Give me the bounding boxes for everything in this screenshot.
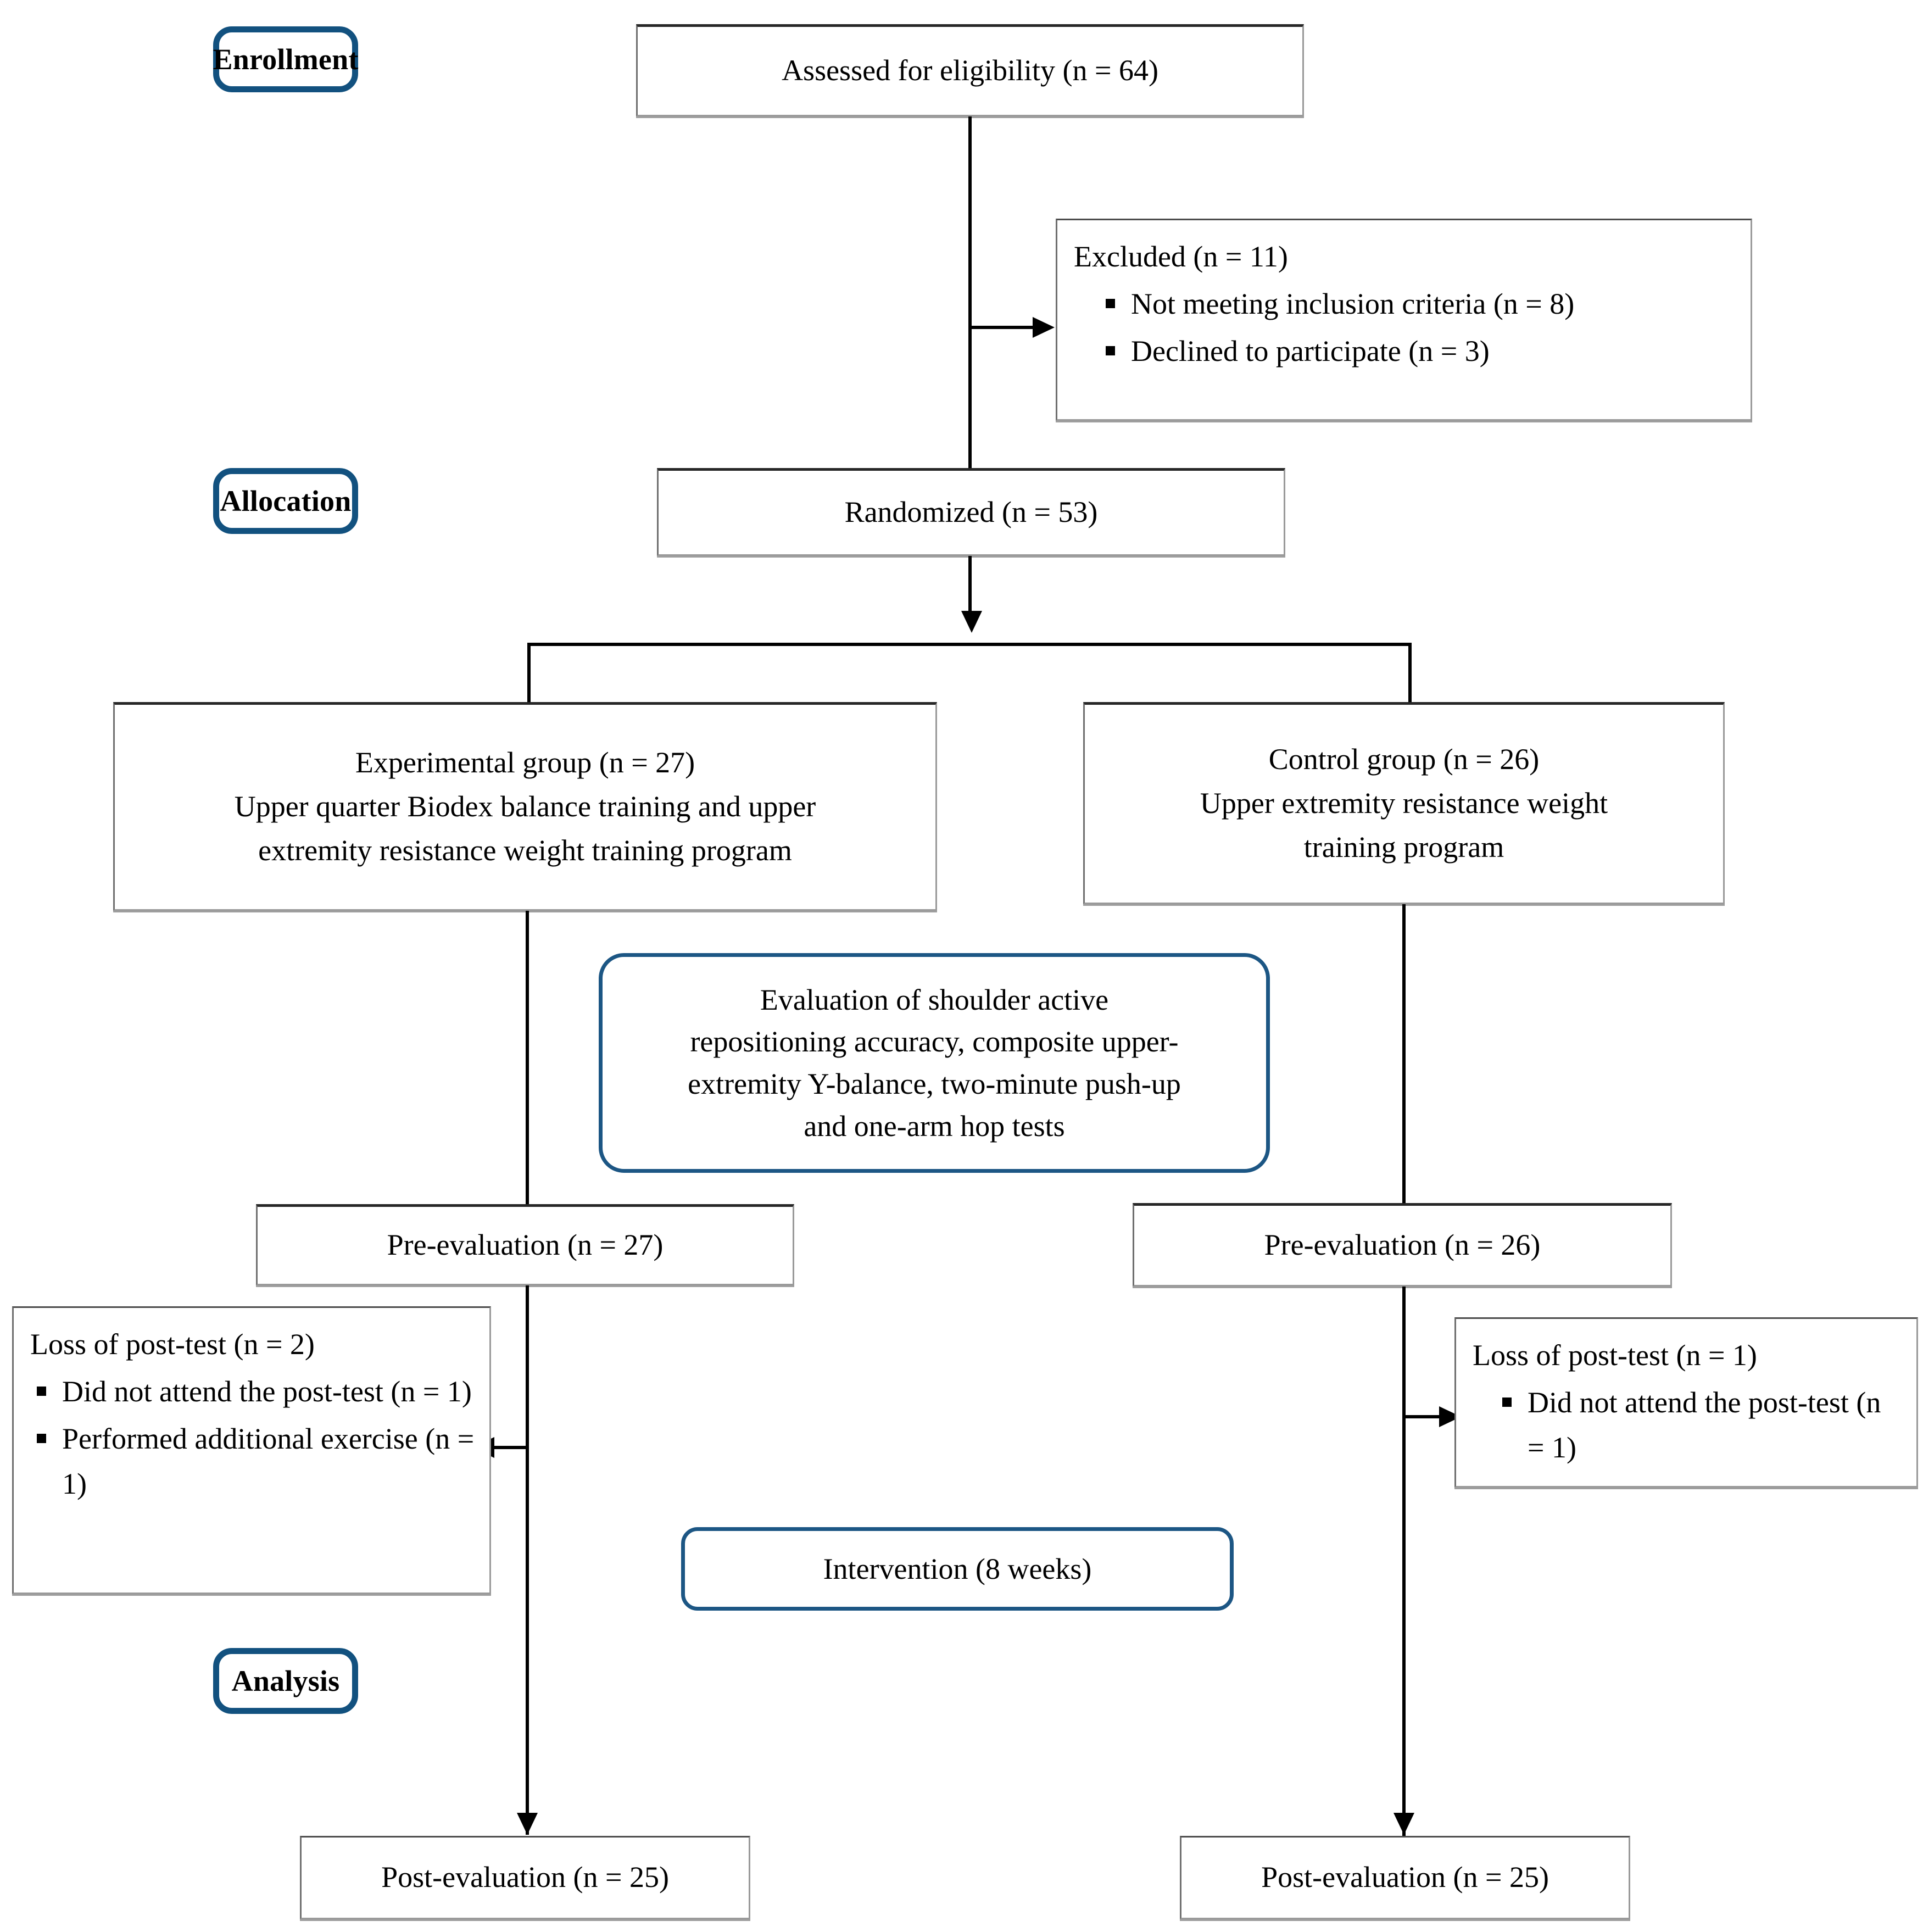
node-loss-post-test-right: Loss of post-test (n = 1) Did not attend… <box>1454 1317 1918 1488</box>
stage-label-analysis: Analysis <box>213 1648 358 1714</box>
node-post-evaluation-right: Post-evaluation (n = 25) <box>1180 1836 1630 1919</box>
loss-right-list: Did not attend the post-test (n = 1) <box>1473 1380 1902 1470</box>
connector-split-right <box>1408 643 1412 704</box>
excluded-title: Excluded (n = 11) <box>1074 240 1288 273</box>
node-experimental-group: Experimental group (n = 27) Upper quarte… <box>113 702 937 911</box>
loss-left-title: Loss of post-test (n = 2) <box>30 1328 315 1361</box>
connector-split-bar <box>527 643 1412 646</box>
experimental-line-2: Upper quarter Biodex balance training an… <box>234 790 816 823</box>
evaluation-line-4: and one-arm hop tests <box>804 1109 1065 1143</box>
node-pre-evaluation-right: Pre-evaluation (n = 26) <box>1133 1203 1672 1287</box>
node-pre-evaluation-left: Pre-evaluation (n = 27) <box>256 1204 794 1285</box>
connector-control-to-pre-eval <box>1402 904 1406 1206</box>
evaluation-line-1: Evaluation of shoulder active <box>760 983 1109 1016</box>
evaluation-text: Evaluation of shoulder active reposition… <box>617 979 1252 1148</box>
connector-experimental-to-pre-eval <box>526 911 529 1207</box>
node-excluded: Excluded (n = 11) Not meeting inclusion … <box>1056 219 1752 421</box>
list-item: Not meeting inclusion criteria (n = 8) <box>1105 281 1736 326</box>
post-evaluation-right-label: Post-evaluation (n = 25) <box>1261 1861 1549 1894</box>
node-loss-post-test-left: Loss of post-test (n = 2) Did not attend… <box>12 1306 491 1594</box>
stage-label-allocation-text: Allocation <box>220 485 352 517</box>
post-evaluation-left-label: Post-evaluation (n = 25) <box>381 1861 669 1894</box>
control-line-3: training program <box>1303 830 1504 864</box>
experimental-line-3: extremity resistance weight training pro… <box>258 833 792 867</box>
assessed-label: Assessed for eligibility (n = 64) <box>782 54 1158 87</box>
connector-assessed-to-excluded <box>968 326 1034 329</box>
experimental-group-text: Experimental group (n = 27) Upper quarte… <box>125 741 926 873</box>
connector-assessed-to-randomized <box>968 116 972 468</box>
list-item: Declined to participate (n = 3) <box>1105 329 1736 374</box>
connector-pre-eval-right-to-post-eval-right <box>1402 1287 1406 1836</box>
connector-split-left <box>527 643 531 704</box>
loss-right-title: Loss of post-test (n = 1) <box>1473 1339 1757 1372</box>
node-intervention: Intervention (8 weeks) <box>681 1527 1234 1611</box>
node-control-group: Control group (n = 26) Upper extremity r… <box>1083 702 1725 904</box>
control-line-2: Upper extremity resistance weight <box>1200 787 1608 820</box>
pre-evaluation-right-label: Pre-evaluation (n = 26) <box>1264 1228 1541 1262</box>
control-line-1: Control group (n = 26) <box>1268 743 1540 776</box>
evaluation-line-3: extremity Y-balance, two-minute push-up <box>688 1067 1181 1100</box>
randomized-label: Randomized (n = 53) <box>844 495 1098 529</box>
control-group-text: Control group (n = 26) Upper extremity r… <box>1095 738 1713 870</box>
list-item: Did not attend the post-test (n = 1) <box>36 1369 475 1414</box>
list-item: Performed additional exercise (n = 1) <box>36 1416 475 1506</box>
stage-label-enrollment-text: Enrollment <box>213 43 359 76</box>
connector-pre-eval-left-to-post-eval-left <box>526 1285 529 1835</box>
stage-label-analysis-text: Analysis <box>231 1664 340 1697</box>
node-evaluation-measures: Evaluation of shoulder active reposition… <box>599 953 1270 1173</box>
arrow-to-excluded-icon <box>1033 317 1055 338</box>
node-post-evaluation-left: Post-evaluation (n = 25) <box>300 1836 750 1919</box>
experimental-line-1: Experimental group (n = 27) <box>355 746 695 780</box>
connector-loss-right <box>1402 1415 1441 1418</box>
arrow-randomized-split-icon <box>961 611 982 633</box>
list-item: Did not attend the post-test (n = 1) <box>1501 1380 1902 1470</box>
excluded-list: Not meeting inclusion criteria (n = 8) D… <box>1074 281 1736 374</box>
node-randomized: Randomized (n = 53) <box>657 468 1285 556</box>
arrow-post-eval-left-icon <box>517 1813 538 1835</box>
stage-label-allocation: Allocation <box>213 468 358 534</box>
pre-evaluation-left-label: Pre-evaluation (n = 27) <box>387 1228 664 1262</box>
arrow-post-eval-right-icon <box>1394 1813 1414 1835</box>
connector-randomized-down <box>968 556 972 619</box>
loss-left-list: Did not attend the post-test (n = 1) Per… <box>30 1369 475 1506</box>
stage-label-enrollment: Enrollment <box>213 26 358 92</box>
node-assessed-for-eligibility: Assessed for eligibility (n = 64) <box>636 24 1304 116</box>
evaluation-line-2: repositioning accuracy, composite upper- <box>690 1025 1179 1059</box>
intervention-label: Intervention (8 weeks) <box>823 1552 1092 1585</box>
connector-loss-left <box>494 1446 527 1449</box>
